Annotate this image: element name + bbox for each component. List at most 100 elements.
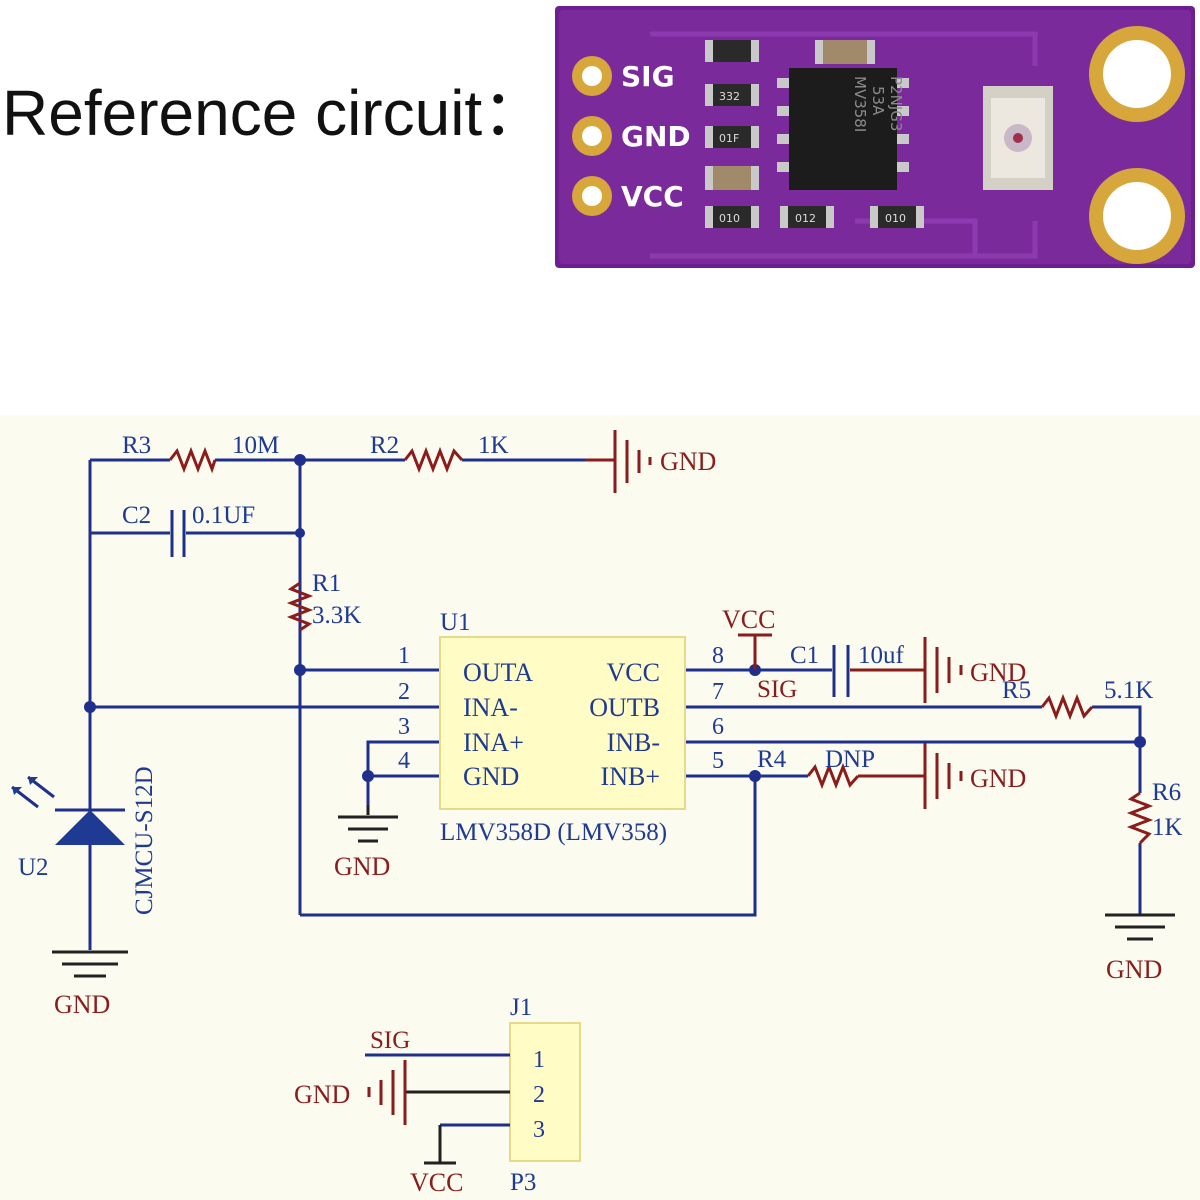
passive-mark-1: 332: [719, 90, 740, 103]
r2-value: 1K: [478, 432, 509, 459]
vcc-symbol: VCC: [722, 605, 775, 670]
pin-pad-vcc: [572, 176, 612, 216]
u1-pin8-name: VCC: [607, 658, 660, 687]
u1-pin2-name: INA-: [463, 693, 518, 722]
smd-passive-6: 010: [870, 206, 924, 228]
pin-label-sig: SIG: [621, 60, 675, 93]
u1-pin3-num: 3: [398, 714, 410, 740]
ground-symbol-j1: GND: [294, 1060, 407, 1125]
resistor-r6: R6 1K: [1126, 779, 1183, 845]
ground-symbol-r6: GND: [1105, 913, 1175, 984]
gnd-label-r4: GND: [970, 764, 1026, 793]
u1-pin7-num: 7: [712, 679, 724, 705]
uv-sensor: [983, 86, 1053, 190]
passive-mark-4: 012: [795, 212, 816, 225]
schematic: R3 10M R2 1K GND C2 0.1UF R1 3.3K U1 LMV…: [0, 415, 1200, 1200]
u1-pin5-name: INB+: [601, 762, 660, 791]
u1-part: LMV358D (LMV358): [440, 819, 667, 846]
passive-mark-3: 010: [719, 212, 740, 225]
r1-ref: R1: [312, 570, 341, 597]
sig-net-label: SIG: [757, 676, 797, 703]
r5-ref: R5: [1002, 677, 1031, 704]
smd-passive-1: [705, 40, 759, 62]
mounting-hole-bottom: [1089, 168, 1185, 264]
pin-pad-gnd: [572, 116, 612, 156]
gnd-label-r6: GND: [1106, 955, 1162, 984]
pin-label-gnd: GND: [621, 120, 691, 153]
chip-marking-1: MV358I: [851, 76, 869, 132]
u1-pin2-num: 2: [398, 679, 410, 705]
j1-sig-label: SIG: [370, 1027, 410, 1054]
j1-pin2: 2: [533, 1082, 545, 1108]
r4-ref: R4: [757, 746, 787, 773]
resistor-r5: R5 5.1K: [1002, 677, 1153, 721]
mounting-hole-top: [1089, 26, 1185, 122]
resistor-r1: R1 3.3K: [286, 570, 361, 632]
c2-value: 0.1UF: [192, 502, 255, 529]
u1-pin8-num: 8: [712, 643, 724, 669]
r3-ref: R3: [122, 432, 151, 459]
u1-pin3-name: INA+: [463, 728, 524, 757]
j1-pin3: 3: [533, 1117, 545, 1143]
j1-pin1: 1: [533, 1047, 545, 1073]
r5-value: 5.1K: [1104, 677, 1153, 704]
r6-ref: R6: [1152, 779, 1181, 806]
u1-pin4-num: 4: [398, 748, 410, 774]
u1-pin1-num: 1: [398, 643, 410, 669]
opamp-u1: U1 LMV358D (LMV358) 1 2 3 4 OUTA INA- IN…: [398, 609, 724, 846]
ground-symbol-u2: GND: [52, 950, 128, 1019]
pin-label-vcc: VCC: [621, 180, 684, 213]
u1-ref: U1: [440, 609, 471, 636]
vcc-label: VCC: [722, 605, 775, 634]
resistor-r4: R4 DNP: [757, 746, 925, 790]
smd-passive-3: 01F: [705, 126, 759, 148]
gnd-label-u2: GND: [54, 990, 110, 1019]
smd-capacitor-2: [815, 40, 875, 64]
j1-gnd-label: GND: [294, 1080, 350, 1109]
photodiode-u2: U2 CJMCU-S12D: [11, 766, 158, 950]
c1-ref: C1: [790, 642, 819, 669]
pin-pad-sig: [572, 56, 612, 96]
passive-mark-5: 010: [885, 212, 906, 225]
u1-pin6-name: INB-: [607, 728, 660, 757]
j1-ref: J1: [510, 994, 532, 1021]
reference-circuit-heading: Reference circuit：: [2, 77, 547, 149]
c2-ref: C2: [122, 502, 151, 529]
r1-value: 3.3K: [312, 602, 361, 629]
resistor-r2: R2 1K: [370, 432, 509, 474]
ground-symbol-r4: GND: [923, 743, 1026, 809]
r3-value: 10M: [232, 432, 279, 459]
smd-passive-4: 010: [705, 206, 759, 228]
ground-symbol-u1: GND: [334, 805, 398, 881]
j1-vcc-label: VCC: [410, 1168, 463, 1197]
opamp-chip: MV358I 53A P2NJG3: [777, 68, 909, 190]
passive-mark-2: 01F: [719, 132, 739, 145]
smd-capacitor-1: [705, 166, 759, 190]
capacitor-c2: C2 0.1UF: [122, 502, 255, 557]
capacitor-c1: C1 10uf: [790, 642, 925, 697]
u2-part: CJMCU-S12D: [131, 766, 158, 915]
pcb-module-photo: SIG GND VCC 332 01F 010 012 010 MV358I: [555, 6, 1195, 268]
r4-value: DNP: [825, 746, 875, 773]
u1-pin7-name: OUTB: [589, 693, 660, 722]
j1-footprint: P3: [510, 1169, 536, 1196]
r2-ref: R2: [370, 432, 399, 459]
u1-pin6-num: 6: [712, 714, 724, 740]
ground-symbol-c1: GND: [923, 637, 1026, 703]
u1-pin5-num: 5: [712, 748, 724, 774]
c1-value: 10uf: [858, 642, 905, 669]
u1-pin4-name: GND: [463, 762, 519, 791]
r6-value: 1K: [1152, 814, 1183, 841]
connector-j1: J1 P3 1 2 3: [509, 994, 581, 1196]
vcc-symbol-j1: VCC: [410, 1161, 463, 1197]
u1-pin1-name: OUTA: [463, 658, 533, 687]
gnd-label-u1: GND: [334, 852, 390, 881]
gnd-label-top: GND: [660, 447, 716, 476]
gnd-label-c1: GND: [970, 658, 1026, 687]
chip-marking-3: P2NJG3: [887, 76, 905, 131]
resistor-r3: R3 10M: [122, 432, 279, 474]
smd-passive-5: 012: [780, 206, 834, 228]
u2-ref: U2: [18, 854, 49, 881]
smd-passive-2: 332: [705, 84, 759, 106]
ground-symbol-top: GND: [585, 430, 716, 493]
